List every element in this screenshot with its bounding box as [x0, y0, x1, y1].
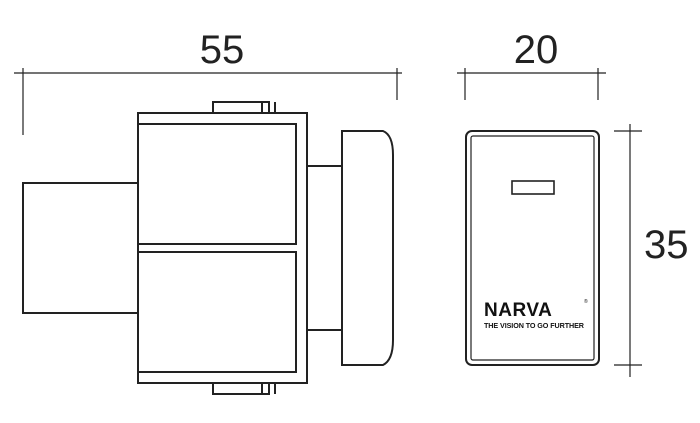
- brand-logo: NARVA: [484, 300, 552, 321]
- indicator-window: [511, 180, 555, 195]
- dimension-label-20: 20: [514, 28, 559, 72]
- bottom-clip: [212, 383, 276, 395]
- front-view: NARVA ® THE VISION TO GO FURTHER: [465, 130, 600, 366]
- actuator-stem: [307, 165, 342, 331]
- rocker-face: [465, 130, 600, 366]
- brand-tagline: THE VISION TO GO FURTHER: [484, 321, 585, 330]
- dimension-label-55: 55: [200, 28, 245, 72]
- side-view: [22, 101, 394, 395]
- rocker-side: [341, 130, 394, 366]
- terminal-stub: [22, 182, 139, 314]
- registered-mark: ®: [584, 298, 588, 305]
- dimension-label-35: 35: [644, 223, 689, 267]
- dimension-width-front: 20: [457, 28, 606, 100]
- switch-body: [137, 112, 308, 384]
- body-panel-top: [137, 123, 297, 245]
- dimension-height-front: 35: [614, 124, 689, 377]
- body-panel-bottom: [137, 251, 297, 373]
- rocker-face-inner: [470, 135, 595, 361]
- top-clip: [212, 101, 276, 113]
- dimension-width-side: 55: [14, 28, 402, 135]
